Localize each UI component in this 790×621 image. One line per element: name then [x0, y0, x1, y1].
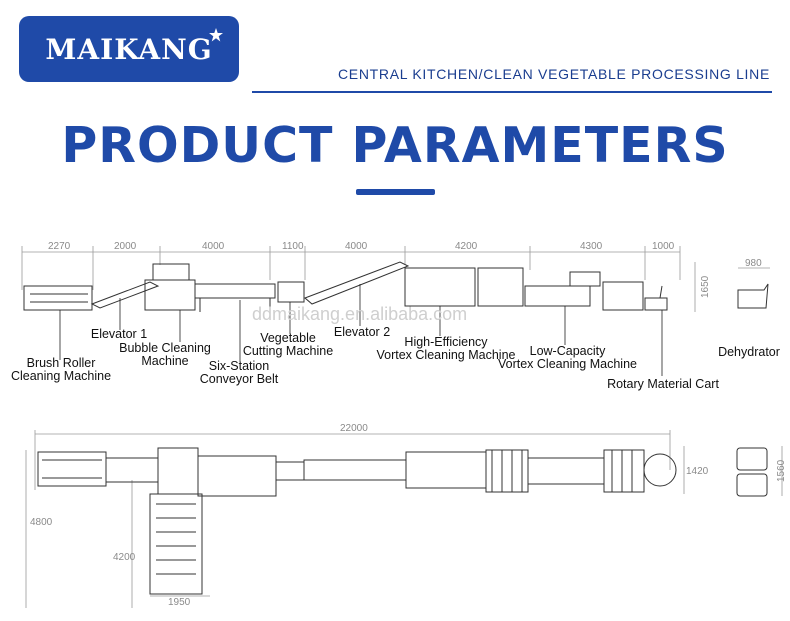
header-rule [252, 91, 772, 93]
dim-1950: 1950 [168, 597, 191, 608]
brand-logo: MAIKANG [19, 16, 239, 82]
dehydrator-side [737, 283, 769, 309]
title-underline [356, 189, 435, 195]
top-dimensions: 2270 2000 4000 1100 4000 4200 4300 1000 … [48, 241, 762, 298]
label-elevator-1: Elevator 1 [90, 327, 148, 341]
dim-980: 980 [745, 258, 762, 269]
dim-22000: 22000 [340, 423, 368, 434]
dim-1650: 1650 [700, 275, 711, 298]
leader-lines [59, 284, 663, 376]
dim-2270: 2270 [48, 241, 71, 252]
label-rotary-cart: Rotary Material Cart [607, 377, 719, 391]
stair-platform [149, 493, 203, 595]
dim-4200-plan: 4200 [113, 552, 136, 563]
side-elevation [23, 261, 769, 312]
rotary-cart-plan [643, 453, 677, 487]
brush-roller-plan [37, 451, 107, 487]
six-station-conveyor [194, 283, 276, 299]
dim-1000: 1000 [652, 241, 675, 252]
high-eff-machine [404, 267, 476, 307]
dim-1560: 1560 [776, 459, 787, 482]
dehydrator-plan-1 [736, 447, 768, 471]
star-icon [209, 28, 223, 42]
low-cap-machine [524, 285, 591, 307]
plan-dimensions: 22000 1420 1560 4800 4200 1950 [30, 423, 787, 608]
dim-4800: 4800 [30, 517, 53, 528]
vegetable-cutter [277, 281, 305, 303]
dim-4300: 4300 [580, 241, 603, 252]
brand-name: MAIKANG [45, 33, 213, 66]
watermark-text: ddmaikang.en.alibaba.com [252, 304, 467, 324]
dim-2000: 2000 [114, 241, 137, 252]
brush-roller-machine [23, 285, 93, 311]
plan-dimension-lines [25, 430, 783, 608]
dim-1420: 1420 [686, 466, 709, 477]
rotary-cart [644, 297, 668, 311]
plan-view [37, 447, 768, 595]
elevator-1 [90, 281, 160, 309]
dim-4000-a: 4000 [202, 241, 225, 252]
bubble-machine [144, 279, 196, 311]
header-subtitle: CENTRAL KITCHEN/CLEAN VEGETABLE PROCESSI… [338, 66, 770, 82]
dehydrator-plan-2 [736, 473, 768, 497]
elevator-2-plan [303, 459, 407, 481]
dim-4000-b: 4000 [345, 241, 368, 252]
dim-1100: 1100 [282, 241, 304, 252]
elevator-2 [304, 261, 410, 305]
page-title: PRODUCT PARAMETERS [61, 117, 729, 174]
dim-4200: 4200 [455, 241, 478, 252]
top-dimension-lines [21, 246, 770, 312]
label-elevator-2: Elevator 2 [333, 325, 391, 339]
label-dehydrator: Dehydrator [718, 345, 780, 359]
